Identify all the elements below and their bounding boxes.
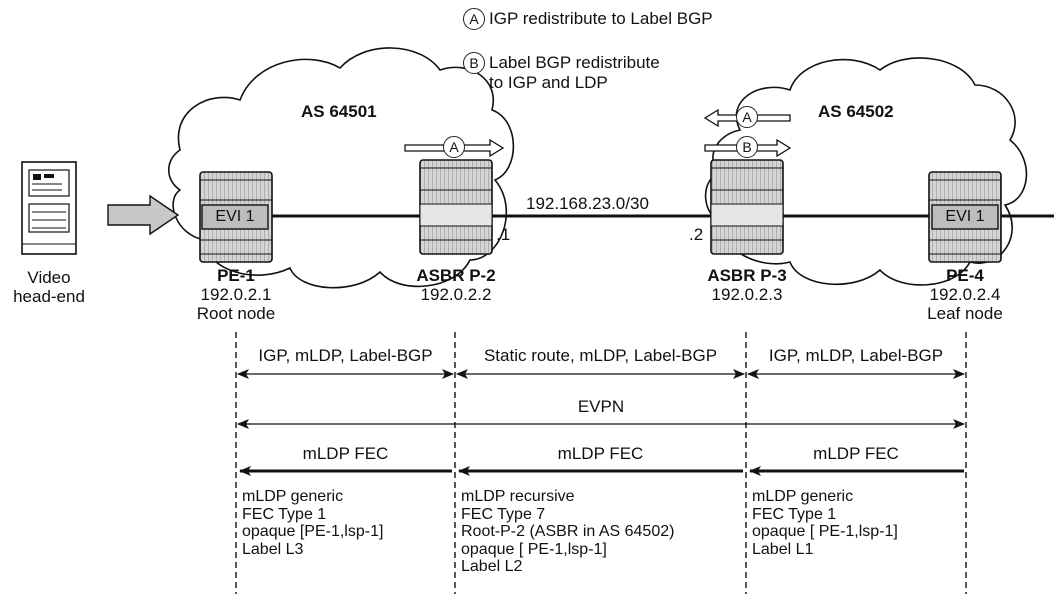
source-label-line1: Video [0, 268, 98, 287]
fec-label-2: mLDP FEC [455, 444, 746, 463]
fec-detail-line: opaque [PE-1,lsp-1] [242, 523, 383, 541]
protocol-segment-1-label: IGP, mLDP, Label-BGP [236, 346, 455, 365]
router-asbr-p-2 [420, 160, 492, 254]
fec-details-segment-2: mLDP recursive FEC Type 7 Root-P-2 (ASBR… [461, 488, 674, 576]
legend-b-text-line2: to IGP and LDP [489, 73, 608, 92]
marker-a-asbr-p-2: A [443, 136, 465, 158]
fec-label-1: mLDP FEC [236, 444, 455, 463]
node-name-asbr-p-2: ASBR P-2 [396, 266, 516, 285]
fec-detail-line: mLDP generic [752, 488, 898, 506]
marker-a-asbr-p-3: A [736, 106, 758, 128]
fec-detail-line: mLDP generic [242, 488, 383, 506]
link-subnet-label: 192.168.23.0/30 [526, 194, 649, 213]
node-ip-asbr-p-2: 192.0.2.2 [396, 285, 516, 304]
fec-detail-line: Root-P-2 (ASBR in AS 64502) [461, 523, 674, 541]
node-ip-pe-4: 192.0.2.4 [905, 285, 1025, 304]
as-64501-label: AS 64501 [301, 102, 377, 121]
fec-details-segment-1: mLDP generic FEC Type 1 opaque [PE-1,lsp… [242, 488, 383, 558]
fec-detail-line: FEC Type 1 [242, 506, 383, 524]
protocol-segment-3-label: IGP, mLDP, Label-BGP [746, 346, 966, 365]
fec-detail-line: FEC Type 1 [752, 506, 898, 524]
fec-detail-line: Label L1 [752, 541, 898, 559]
evi-label-pe-4: EVI 1 [932, 206, 998, 228]
fec-details-segment-3: mLDP generic FEC Type 1 opaque [ PE-1,ls… [752, 488, 898, 558]
node-name-pe-1: PE-1 [176, 266, 296, 285]
legend-marker-b: B [463, 52, 485, 74]
evpn-label: EVPN [236, 397, 966, 416]
marker-b-asbr-p-3: B [736, 136, 758, 158]
fec-detail-line: mLDP recursive [461, 488, 674, 506]
node-ip-asbr-p-3: 192.0.2.3 [687, 285, 807, 304]
node-role-pe-4: Leaf node [905, 304, 1025, 323]
fec-detail-line: Label L3 [242, 541, 383, 559]
protocol-segment-2-label: Static route, mLDP, Label-BGP [455, 346, 746, 365]
legend-b-text-line1: Label BGP redistribute [489, 53, 660, 72]
node-name-asbr-p-3: ASBR P-3 [687, 266, 807, 285]
fec-label-3: mLDP FEC [746, 444, 966, 463]
legend-marker-a: A [463, 8, 485, 30]
router-asbr-p-3 [711, 160, 783, 254]
fec-detail-line: opaque [ PE-1,lsp-1] [752, 523, 898, 541]
video-server-icon [22, 162, 76, 254]
node-role-pe-1: Root node [176, 304, 296, 323]
node-ip-pe-1: 192.0.2.1 [176, 285, 296, 304]
legend-a-text: IGP redistribute to Label BGP [489, 9, 713, 28]
fec-detail-line: Label L2 [461, 558, 674, 576]
input-arrow [108, 196, 178, 234]
as-64502-label: AS 64502 [818, 102, 894, 121]
fec-detail-line: opaque [ PE-1,lsp-1] [461, 541, 674, 559]
interface-label-p2: .1 [496, 225, 510, 244]
source-label-line2: head-end [0, 287, 98, 306]
evi-label-pe-1: EVI 1 [202, 206, 268, 228]
node-name-pe-4: PE-4 [905, 266, 1025, 285]
fec-detail-line: FEC Type 7 [461, 506, 674, 524]
interface-label-p3: .2 [689, 225, 703, 244]
